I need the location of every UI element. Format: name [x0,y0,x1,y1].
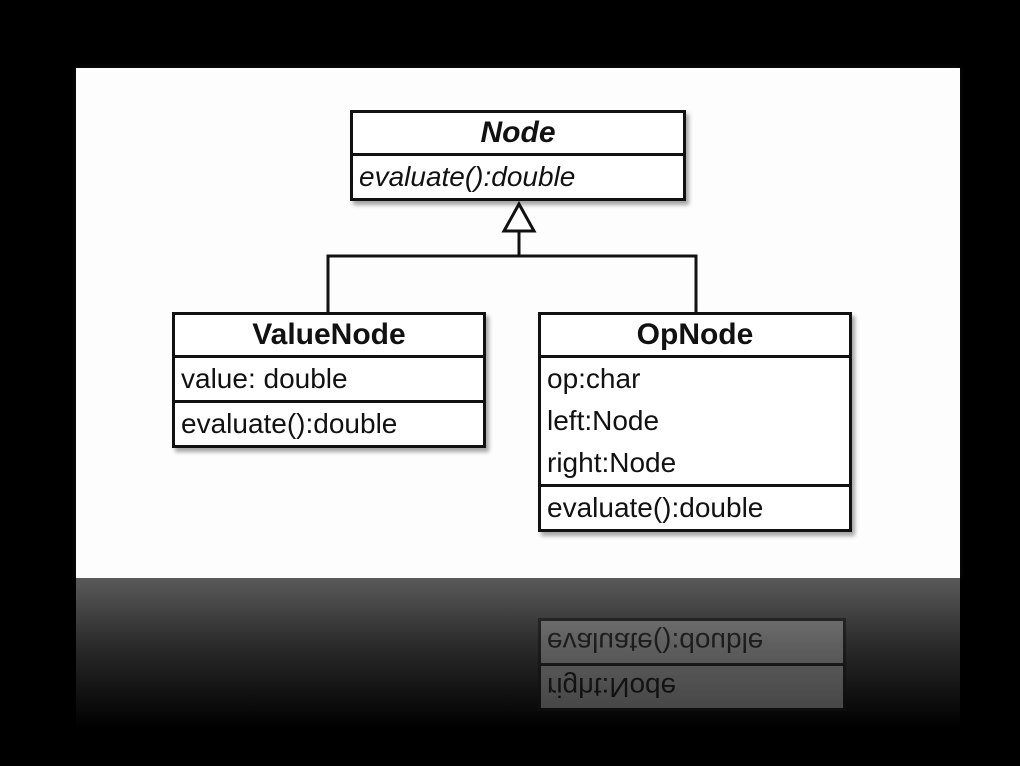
reflected-operation: evaluate():double [547,627,764,658]
class-valuenode-operation: evaluate():double [181,408,398,439]
class-valuenode: ValueNode value: double evaluate():doubl… [172,312,486,448]
class-node-operations: evaluate():double [353,156,683,198]
class-opnode-attribute-right: right:Node [547,447,677,478]
class-valuenode-attributes: value: double [175,358,483,403]
class-opnode-operations: evaluate():double [541,487,849,529]
class-opnode-attribute-left: left:Node [547,405,660,436]
class-valuenode-name: ValueNode [175,315,483,358]
class-opnode: OpNode op:char left:Node right:Node eval… [538,312,852,532]
class-valuenode-attribute: value: double [181,363,348,394]
reflected-attribute: right:Node [547,672,677,703]
class-opnode-operation: evaluate():double [547,492,764,523]
class-opnode-name: OpNode [541,315,849,358]
reflected-opnode-fragment: right:Node evaluate():double [538,618,846,711]
class-valuenode-operations: evaluate():double [175,403,483,445]
class-node: Node evaluate():double [350,110,686,201]
class-node-operation: evaluate():double [359,161,576,192]
reflected-box: right:Node evaluate():double [538,618,846,711]
class-opnode-attribute-op: op:char [547,363,641,394]
class-opnode-attributes: op:char left:Node right:Node [541,358,849,487]
slide-reflection: right:Node evaluate():double [76,578,960,728]
class-node-name: Node [353,113,683,156]
